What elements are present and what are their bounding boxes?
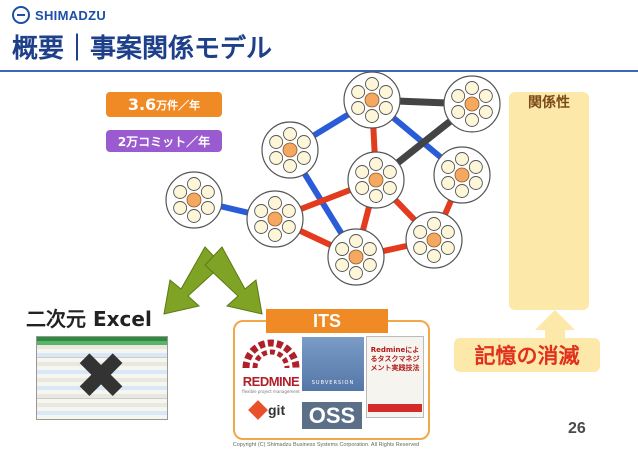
commits-unit: 万件／年 [156,98,201,112]
network-node [327,228,385,286]
shimadzu-logo: SHIMADZU [12,6,106,24]
memory-loss-label: 記憶の消滅 [454,338,600,372]
subversion-text: SUBVERSION [311,380,355,386]
network-node [343,71,401,129]
excel-label: 二次元 Excel [26,307,152,331]
network-node [443,75,501,133]
relationship-title: 関係性 [528,95,570,111]
network-node [433,146,491,204]
oss-label: OSS [302,402,362,429]
book-title: Redmineによるタスクマネジメント実践技法 [370,346,420,372]
network-node [405,211,463,269]
arrow-right-branch [204,246,263,315]
title-divider [0,70,638,72]
commits-value: 3.6 [127,95,157,114]
relationship-panel [509,92,589,310]
network-node [165,171,223,229]
redmine-text: REDMINE [242,374,300,389]
split-arrow-icon [163,246,263,315]
network-node [246,190,304,248]
excel-screenshot [36,336,168,420]
book-band [368,404,422,412]
copyright-text: Copyright (C) Shimadzu Business Systems … [232,442,420,448]
its-label: ITS [266,309,388,333]
subversion-logo [302,337,364,391]
commits2-badge: 2万コミット／年 [106,130,222,152]
network-node [347,151,405,209]
shimadzu-logo-icon [12,6,30,24]
git-text: git [268,402,286,418]
excel-row [37,414,167,419]
up-arrow-icon [535,310,575,338]
page-number: 26 [568,420,586,437]
network-node [261,121,319,179]
redmine-logo-icon [242,339,300,369]
network-nodes [165,71,501,286]
logo-text: SHIMADZU [35,7,107,23]
git-logo: git [248,400,286,420]
page-title: 概要｜事案関係モデル [12,34,273,64]
git-icon [248,400,268,420]
redmine-subtitle: flexible project management [242,389,300,394]
cross-mark-icon: ✖ [74,340,128,414]
